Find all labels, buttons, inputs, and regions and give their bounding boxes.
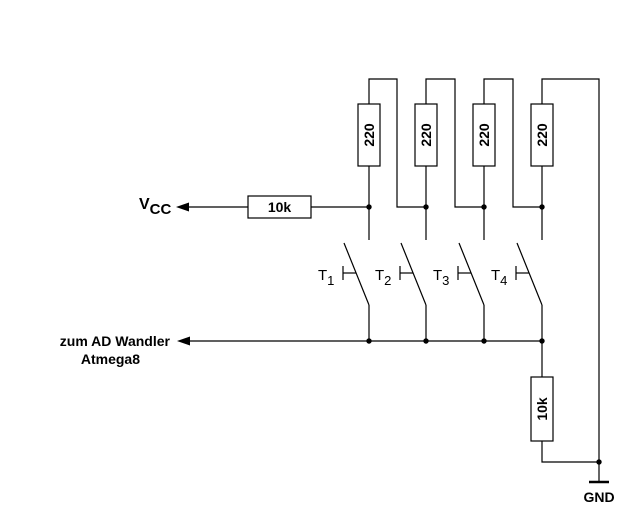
adc-arrow-icon [177,336,190,346]
junction-dot [423,204,429,210]
vcc-line [176,202,369,212]
junction-dot [366,338,372,344]
divider-resistor: 220 [357,103,381,167]
divider-resistor-label: 220 [361,123,377,147]
series-resistor: 10k [247,195,312,219]
switch-t2 [399,242,427,341]
switch-t1 [342,242,370,341]
junction-dot [481,338,487,344]
junction-dot [366,204,372,210]
divider-resistor-label: 220 [418,123,434,147]
pulldown-resistor: 10k [530,341,599,463]
pulldown-resistor-label: 10k [534,397,550,421]
junction-dot [481,204,487,210]
junction-dot [539,204,545,210]
divider-resistor-label: 220 [534,123,550,147]
divider-resistor: 220 [414,103,438,167]
switch-label: T1 [318,267,334,288]
vcc-arrow-icon [176,202,189,212]
junction-dot [423,338,429,344]
switch-t4 [515,242,543,341]
adc-label-line1: zum AD Wandler [60,333,171,349]
vcc-label: VCC [139,196,172,218]
ground-icon [589,462,609,484]
switch-label: T3 [433,267,449,288]
adc-label-line2: Atmega8 [81,351,140,367]
switch-label: T2 [375,267,391,288]
gnd-label: GND [583,489,614,505]
switch-t3 [457,242,485,341]
switch-label: T4 [491,267,507,288]
adc-output-line [177,336,542,346]
divider-resistor: 220 [472,103,496,167]
ladder-wiring [368,78,600,462]
series-resistor-label: 10k [268,199,292,215]
divider-resistor: 220 [530,103,554,167]
divider-resistor-label: 220 [476,123,492,147]
